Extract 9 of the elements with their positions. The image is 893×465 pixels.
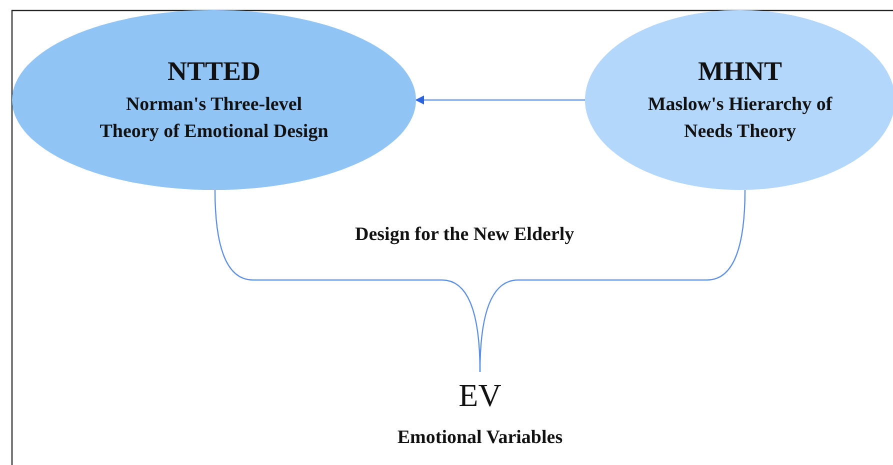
node-title: NTTED	[167, 56, 261, 86]
arrow	[415, 96, 585, 104]
node-description: Maslow's Hierarchy of Needs Theory	[646, 92, 834, 144]
node-description: Norman's Three-level Theory of Emotional Design	[98, 92, 330, 144]
diagram-label: Design for the New Elderly	[355, 224, 574, 246]
brace-connector	[479, 189, 746, 372]
node-description: Emotional Variables	[397, 426, 563, 450]
node-title: MHNT	[698, 56, 782, 86]
node-title: EV	[458, 377, 502, 414]
